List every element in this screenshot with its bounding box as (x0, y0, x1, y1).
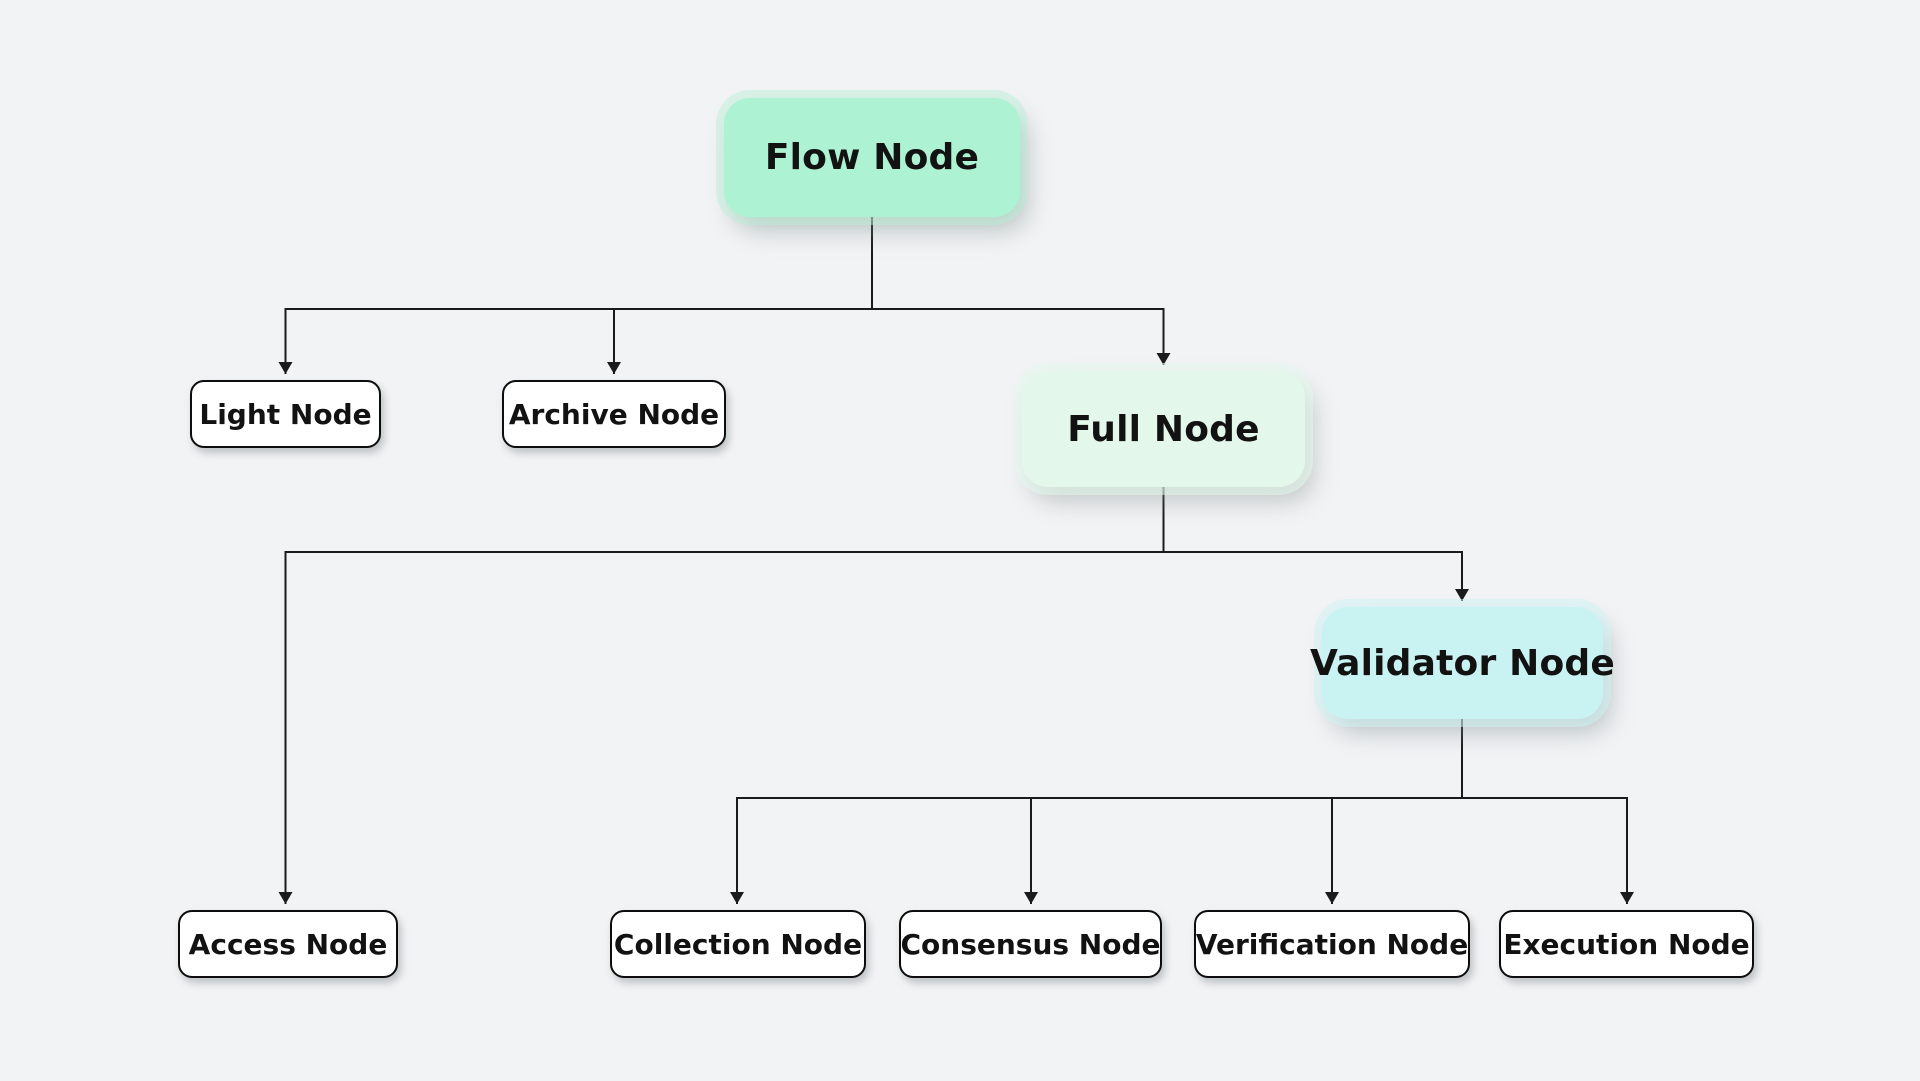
node-flow-label: Flow Node (764, 137, 980, 178)
node-light: Light Node (190, 380, 381, 448)
node-execution-label: Execution Node (1503, 927, 1750, 961)
node-flow: Flow Node (724, 98, 1020, 217)
node-archive-label: Archive Node (508, 397, 720, 431)
node-consensus-label: Consensus Node (900, 927, 1161, 961)
node-verification-label: Verification Node (1195, 927, 1469, 961)
node-access: Access Node (178, 910, 398, 978)
node-validator: Validator Node (1310, 607, 1615, 719)
node-full-label: Full Node (1067, 408, 1260, 450)
node-validator-label: Validator Node (1310, 642, 1616, 684)
node-collection-label: Collection Node (613, 927, 863, 961)
node-consensus: Consensus Node (899, 910, 1162, 978)
node-archive: Archive Node (502, 380, 726, 448)
node-collection: Collection Node (610, 910, 866, 978)
node-execution: Execution Node (1499, 910, 1754, 978)
node-verification: Verification Node (1194, 910, 1470, 978)
node-full: Full Node (1022, 371, 1305, 487)
node-light-label: Light Node (199, 397, 372, 431)
node-access-label: Access Node (188, 927, 388, 961)
